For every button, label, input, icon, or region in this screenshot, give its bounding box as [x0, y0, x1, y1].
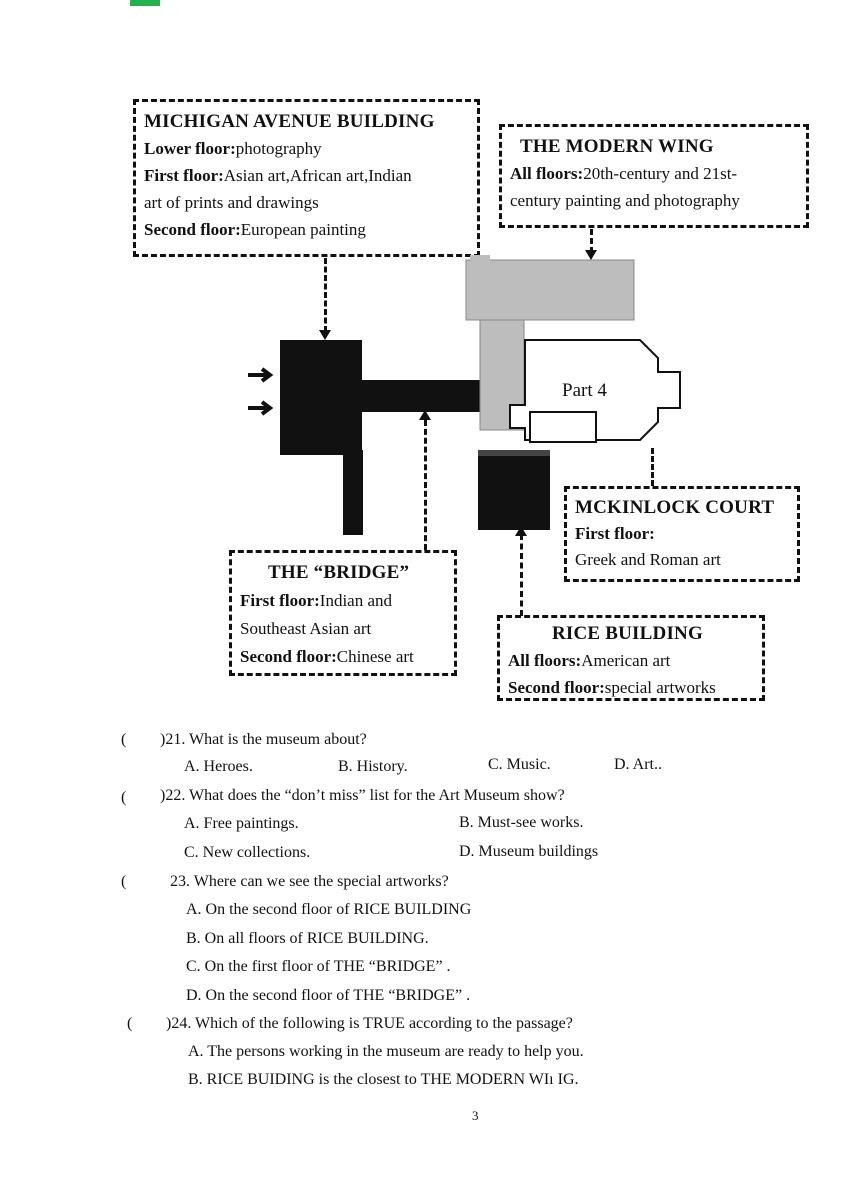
- entrance-arrow-icon: [248, 367, 274, 383]
- question-21-paren: (: [121, 731, 127, 748]
- q22-option-a: A. Free paintings.: [184, 815, 299, 832]
- part4-label: Part 4: [562, 380, 607, 401]
- entrance-arrow-icon: [248, 400, 274, 416]
- question-23: 23. Where can we see the special artwork…: [170, 873, 449, 890]
- arrow-up-icon: [419, 410, 431, 420]
- bridge-line-3: Second floor:Chinese art: [240, 647, 414, 666]
- mckinlock-title: MCKINLOCK COURT: [575, 497, 775, 518]
- q21-option-c: C. Music.: [488, 756, 551, 773]
- question-24: )24. Which of the following is TRUE acco…: [166, 1015, 573, 1032]
- q22-option-c: C. New collections.: [184, 844, 311, 861]
- q22-option-d: D. Museum buildings: [459, 843, 599, 860]
- q23-option-c: C. On the first floor of THE “BRIDGE” .: [186, 958, 451, 975]
- modern-line-2: century painting and photography: [510, 191, 740, 210]
- rice-building-box: RICE BUILDING All floors:American art Se…: [497, 615, 765, 701]
- michigan-line-1: Lower floor:photography: [144, 139, 322, 158]
- page-number: 3: [472, 1108, 479, 1123]
- bridge-line-1: First floor:Indian and: [240, 591, 393, 610]
- bridge-box: THE “BRIDGE” First floor:Indian and Sout…: [229, 550, 457, 676]
- arrow-down-icon: [319, 330, 331, 340]
- mckinlock-line-2: Greek and Roman art: [575, 550, 721, 569]
- rice-line-1: All floors:American art: [508, 651, 671, 670]
- modern-wing-block: [465, 259, 635, 321]
- q21-option-a: A. Heroes.: [184, 758, 253, 775]
- modern-wing-box: THE MODERN WING All floors:20th-century …: [499, 124, 809, 228]
- question-22-paren: (: [121, 789, 127, 806]
- q21-option-d: D. Art..: [614, 756, 662, 773]
- modern-connector: [590, 229, 593, 253]
- michigan-title: MICHIGAN AVENUE BUILDING: [144, 111, 435, 132]
- modern-line-1: All floors:20th-century and 21st-: [510, 164, 738, 183]
- bridge-line-2: Southeast Asian art: [240, 619, 372, 638]
- q22-option-b: B. Must-see works.: [459, 814, 584, 831]
- top-color-mark: [78, 0, 184, 6]
- michigan-line-4: Second floor:European painting: [144, 220, 366, 239]
- arrow-down-icon: [585, 250, 597, 260]
- question-22: )22. What does the “don’t miss” list for…: [160, 787, 565, 804]
- mckinlock-line-1: First floor:: [575, 524, 655, 543]
- rice-title: RICE BUILDING: [552, 623, 703, 644]
- question-21: )21. What is the museum about?: [160, 731, 367, 748]
- bridge-connector: [424, 420, 427, 550]
- q24-option-a: A. The persons working in the museum are…: [188, 1043, 584, 1060]
- bridge-title: THE “BRIDGE”: [268, 562, 410, 583]
- rice-line-2: Second floor:special artworks: [508, 678, 716, 697]
- michigan-avenue-block: [280, 340, 362, 455]
- rice-building-block: [478, 452, 550, 530]
- modern-title: THE MODERN WING: [520, 136, 714, 157]
- michigan-line-3: art of prints and drawings: [144, 193, 319, 212]
- question-24-paren: (: [127, 1015, 133, 1032]
- q23-option-b: B. On all floors of RICE BUILDING.: [186, 930, 429, 947]
- michigan-line-2: First floor:Asian art,African art,Indian: [144, 166, 412, 185]
- question-23-paren: (: [121, 873, 127, 890]
- q23-option-d: D. On the second floor of THE “BRIDGE” .: [186, 987, 471, 1004]
- lower-wing-block: [343, 450, 363, 535]
- rice-connector: [520, 534, 523, 616]
- q24-option-b: B. RICE BUIDING is the closest to THE MO…: [188, 1071, 579, 1088]
- q21-option-b: B. History.: [338, 758, 408, 775]
- bridge-block: [360, 380, 490, 412]
- mckinlock-court-box: MCKINLOCK COURT First floor: Greek and R…: [564, 486, 800, 582]
- michigan-connector: [324, 258, 327, 332]
- michigan-avenue-box: MICHIGAN AVENUE BUILDING Lower floor:pho…: [133, 99, 480, 257]
- mckinlock-connector: [651, 448, 654, 486]
- q23-option-a: A. On the second floor of RICE BUILDING: [186, 901, 472, 918]
- building-floor-plan: [248, 255, 681, 535]
- arrow-up-icon: [515, 526, 527, 536]
